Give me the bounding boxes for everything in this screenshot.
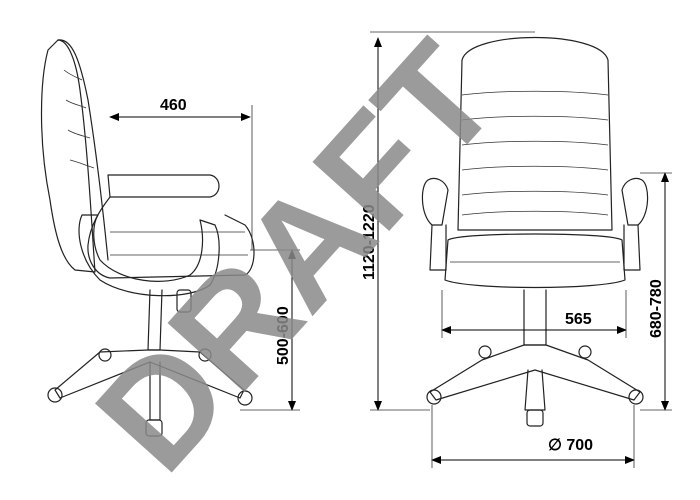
side-view-chair	[40, 39, 255, 437]
dimension-lines	[109, 31, 672, 468]
total-height-label: 1120-1220	[361, 204, 378, 280]
width-label: 565	[565, 311, 592, 328]
armrest-height-label: 680-780	[648, 279, 665, 338]
base-diameter-label: ∅ 700	[548, 437, 593, 454]
seat-height-label: 500-600	[275, 306, 292, 365]
draft-watermark: DRAFT	[64, 11, 529, 500]
seat-depth-label: 460	[160, 97, 187, 114]
front-view-chair	[421, 36, 649, 427]
